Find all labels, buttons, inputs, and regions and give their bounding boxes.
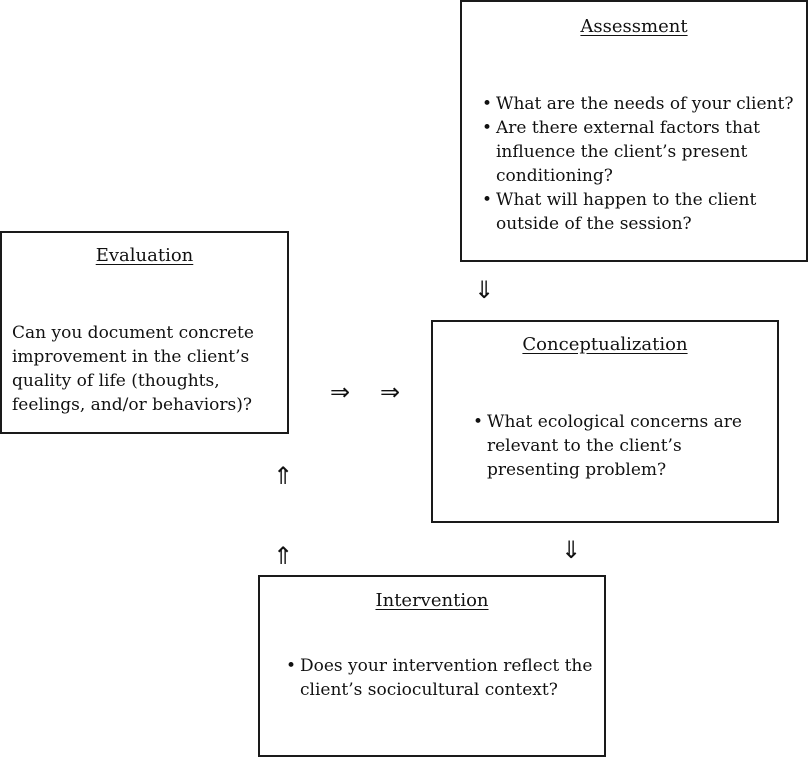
conceptualization-box: Conceptualization • What ecological conc…: [431, 320, 779, 523]
assessment-bullet-text: Are there external factors that influenc…: [496, 118, 760, 186]
intervention-box: Intervention • Does your intervention re…: [258, 575, 606, 757]
bullet-icon: •: [482, 94, 493, 114]
up-arrow-icon: ⇑: [273, 542, 294, 570]
assessment-box: Assessment • What are the needs of your …: [460, 0, 808, 262]
conceptualization-bullet-text: What ecological concerns are relevant to…: [487, 412, 742, 480]
assessment-bullet-text: What are the needs of your client?: [496, 94, 794, 114]
evaluation-title: Evaluation: [95, 245, 194, 266]
evaluation-box: Evaluation Can you document concrete imp…: [0, 231, 289, 434]
assessment-bullet-1: • What are the needs of your client?: [482, 92, 802, 116]
down-arrow-icon: ⇓: [474, 276, 495, 304]
bullet-icon: •: [286, 656, 297, 676]
assessment-bullet-3: • What will happen to the client outside…: [482, 188, 802, 236]
intervention-bullet-list: • Does your intervention reflect the cli…: [286, 654, 596, 702]
conceptualization-bullet-list: • What ecological concerns are relevant …: [473, 410, 763, 482]
bullet-icon: •: [482, 118, 493, 138]
assessment-title: Assessment: [580, 16, 688, 37]
intervention-bullet-1: • Does your intervention reflect the cli…: [286, 654, 596, 702]
conceptualization-title: Conceptualization: [522, 334, 688, 355]
bullet-icon: •: [473, 412, 484, 432]
right-arrow-icon: ⇒: [330, 378, 351, 406]
up-arrow-icon: ⇑: [273, 462, 294, 490]
intervention-title: Intervention: [375, 590, 489, 611]
intervention-bullet-text: Does your intervention reflect the clien…: [300, 656, 593, 700]
right-arrow-icon: ⇒: [380, 378, 401, 406]
bullet-icon: •: [482, 190, 493, 210]
assessment-bullet-text: What will happen to the client outside o…: [496, 190, 757, 234]
assessment-bullet-list: • What are the needs of your client? • A…: [482, 92, 802, 236]
conceptualization-bullet-1: • What ecological concerns are relevant …: [473, 410, 763, 482]
down-arrow-icon: ⇓: [561, 536, 582, 564]
assessment-bullet-2: • Are there external factors that influe…: [482, 116, 802, 188]
evaluation-text: Can you document concrete improvement in…: [12, 323, 254, 415]
